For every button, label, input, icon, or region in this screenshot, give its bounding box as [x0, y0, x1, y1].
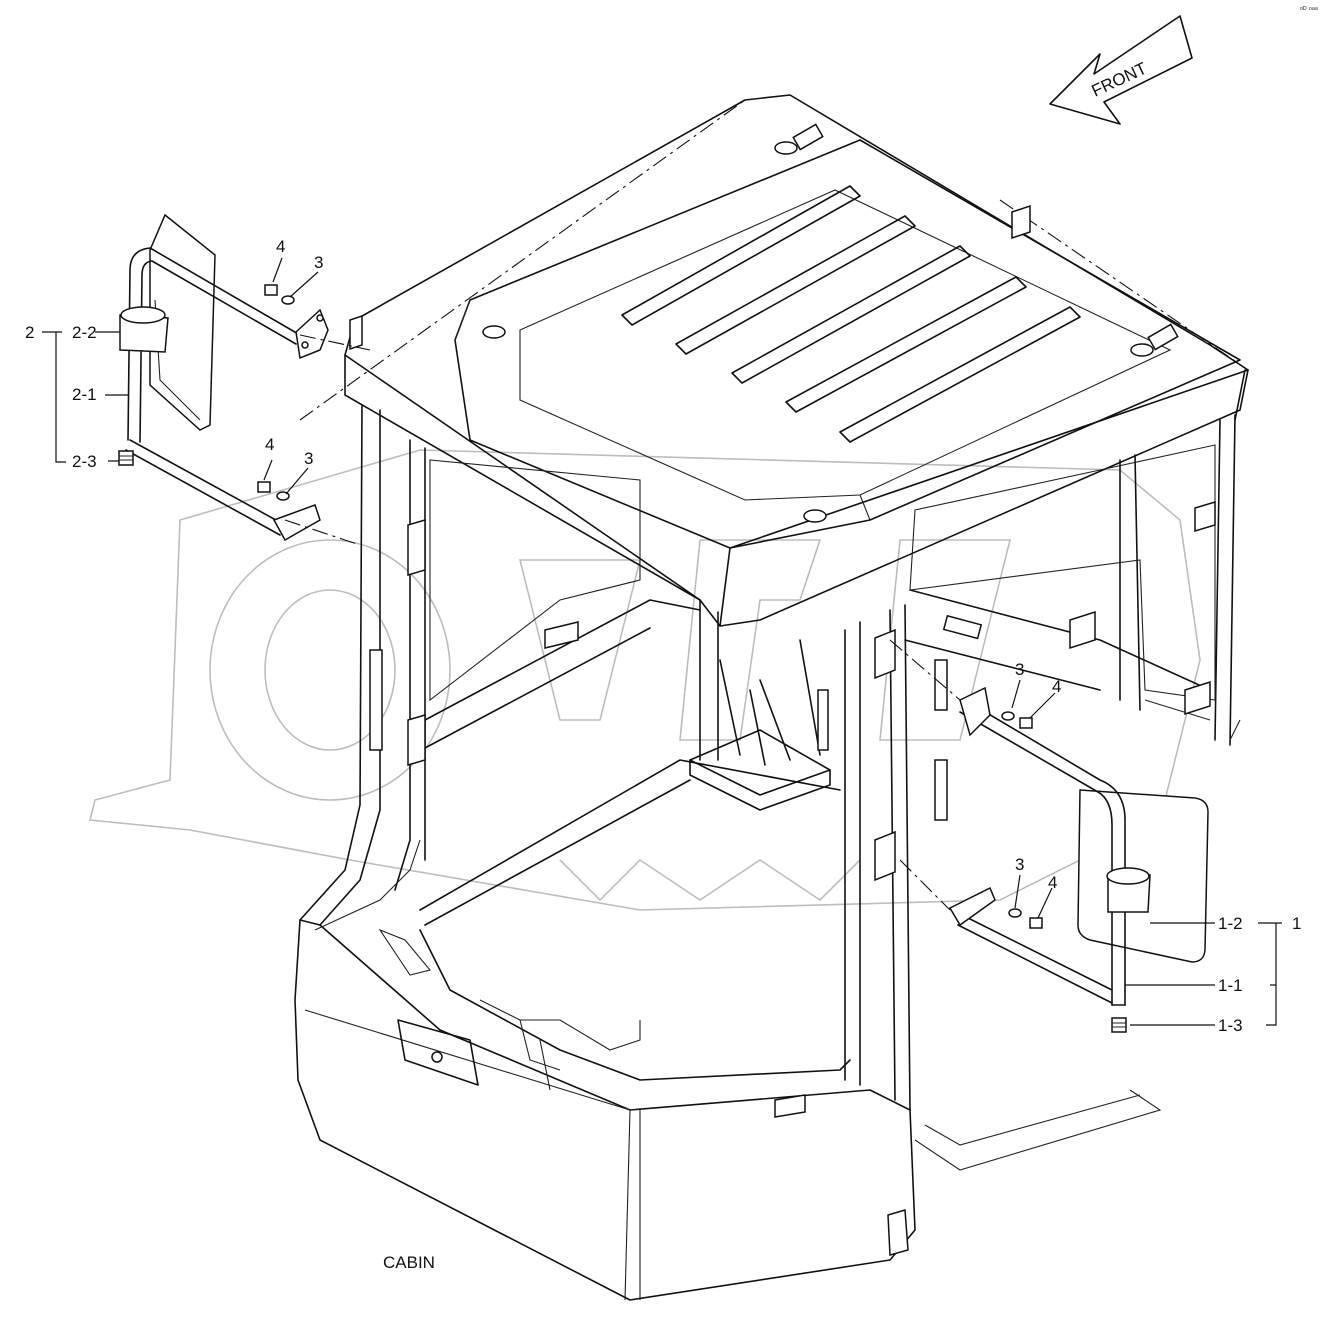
callout-right-washer-top: 3 — [1015, 660, 1024, 679]
callout-left-cap: 2-3 — [72, 452, 97, 471]
callout-left-bolt-top: 4 — [276, 237, 285, 256]
callout-right-asm: 1 — [1292, 914, 1301, 933]
roof-ribs — [621, 185, 1081, 443]
callout-left-asm: 2 — [25, 323, 34, 342]
right-callouts: 1 1-2 1-1 1-3 3 4 3 4 — [1011, 660, 1301, 1035]
callout-left-bracket: 2-2 — [72, 323, 97, 342]
callout-right-washer-bot: 3 — [1015, 855, 1024, 874]
left-mirror-assembly — [118, 213, 371, 546]
left-callouts: 2 2-2 2-1 2-3 4 3 4 3 — [25, 237, 323, 495]
cabin-frame — [299, 204, 1246, 1111]
callout-left-washer-bot: 3 — [304, 449, 313, 468]
front-direction-arrow: FRONT — [1049, 15, 1193, 125]
watermark-logo — [88, 449, 1201, 911]
right-mirror-assembly — [889, 639, 1209, 1033]
callout-right-arm: 1-1 — [1218, 976, 1243, 995]
roof-studs — [482, 123, 1179, 523]
cabin-lower-shell — [294, 839, 1162, 1301]
callout-right-bracket: 1-2 — [1218, 914, 1243, 933]
callout-right-cap: 1-3 — [1218, 1016, 1243, 1035]
cabin-roof — [299, 94, 1249, 627]
callout-left-washer-top: 3 — [314, 253, 323, 272]
corner-text: ᵒᴰ ᵒᵃᵃ — [1300, 5, 1319, 14]
callout-left-bolt-bot: 4 — [265, 435, 274, 454]
callout-right-bolt-top: 4 — [1052, 677, 1061, 696]
callout-left-arm: 2-1 — [72, 385, 97, 404]
diagram-caption: CABIN — [383, 1253, 435, 1272]
callout-right-bolt-bot: 4 — [1048, 873, 1057, 892]
